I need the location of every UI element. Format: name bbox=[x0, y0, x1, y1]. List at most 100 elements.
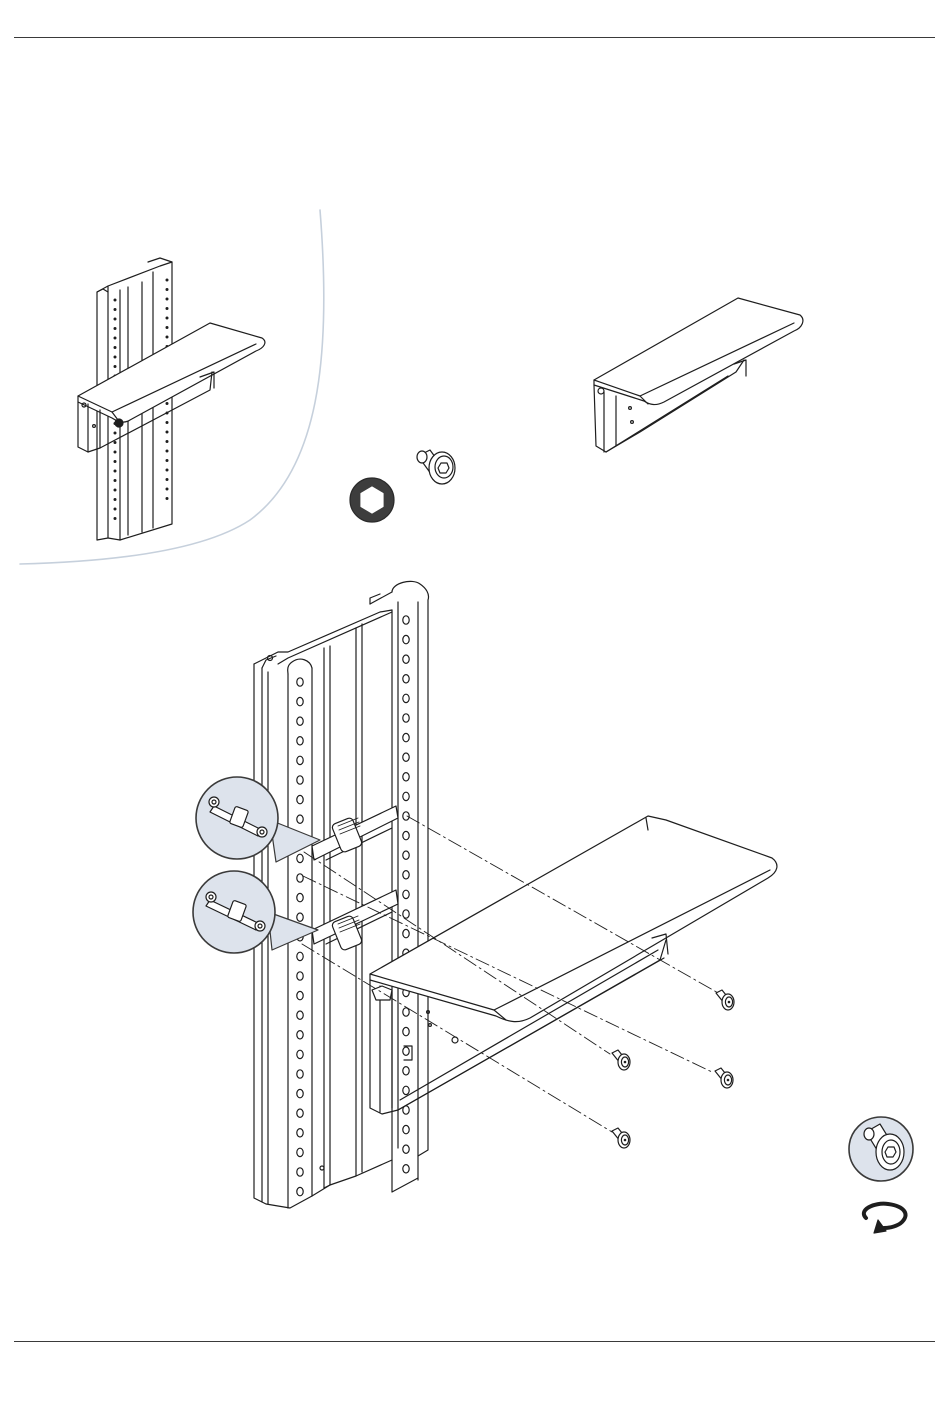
rail-hole bbox=[403, 851, 409, 859]
rail-hole bbox=[166, 307, 169, 310]
rail-hole bbox=[114, 441, 117, 444]
rotate-clockwise-icon bbox=[864, 1204, 906, 1233]
rail-hole bbox=[297, 1050, 303, 1058]
rail-hole bbox=[403, 1047, 409, 1055]
rail-hole bbox=[403, 714, 409, 722]
rail-hole bbox=[166, 440, 169, 443]
rail-hole bbox=[403, 655, 409, 663]
rail-brace-upper bbox=[312, 806, 398, 860]
rail-hole bbox=[114, 318, 117, 321]
rail-holes-right bbox=[403, 616, 409, 1173]
rail-hole bbox=[403, 871, 409, 879]
rail-hole bbox=[297, 1129, 303, 1137]
rail-hole bbox=[403, 929, 409, 937]
rail-hole bbox=[403, 675, 409, 683]
rail-hole bbox=[403, 1067, 409, 1075]
rail-hole bbox=[403, 616, 409, 624]
rail-hole bbox=[297, 756, 303, 764]
rail-hole bbox=[403, 1086, 409, 1094]
rail-hole bbox=[297, 678, 303, 686]
rail-hole bbox=[297, 1109, 303, 1117]
rail-hole bbox=[114, 451, 117, 454]
rail-hole bbox=[297, 854, 303, 862]
screw-icon bbox=[716, 990, 734, 1010]
rail-hole bbox=[297, 1070, 303, 1078]
rail-hole bbox=[297, 972, 303, 980]
hex-key-icon bbox=[350, 478, 394, 522]
rail-hole bbox=[114, 460, 117, 463]
rail-hole bbox=[166, 478, 169, 481]
rail-hole bbox=[297, 795, 303, 803]
rail-hole bbox=[403, 1145, 409, 1153]
screw-icon bbox=[715, 1068, 733, 1088]
rail-hole bbox=[403, 753, 409, 761]
rail-hole bbox=[403, 831, 409, 839]
rail-hole bbox=[403, 733, 409, 741]
rail-hole bbox=[114, 346, 117, 349]
inset-rail-with-shelf bbox=[78, 258, 265, 540]
rail-hole bbox=[166, 450, 169, 453]
rail-hole bbox=[403, 1027, 409, 1035]
rail-hole bbox=[114, 479, 117, 482]
rail-hole bbox=[114, 517, 117, 520]
rail-hole bbox=[166, 431, 169, 434]
rail-hole bbox=[166, 488, 169, 491]
rail-hole bbox=[114, 299, 117, 302]
rail-hole bbox=[403, 890, 409, 898]
shelf-screws bbox=[612, 990, 734, 1148]
rail-hole bbox=[166, 279, 169, 282]
rail-hole bbox=[297, 737, 303, 745]
rail-hole bbox=[166, 288, 169, 291]
rail-hole bbox=[297, 991, 303, 999]
shelf-bracket-preview bbox=[594, 298, 803, 452]
rail-hole bbox=[166, 298, 169, 301]
rail-hole bbox=[166, 402, 169, 405]
rail-hole bbox=[166, 469, 169, 472]
rail-hole bbox=[114, 432, 117, 435]
rail-hole bbox=[114, 365, 117, 368]
shelf-bracket bbox=[370, 816, 777, 1114]
rail-hole bbox=[297, 874, 303, 882]
rail-hole bbox=[114, 498, 117, 501]
rail-hole bbox=[166, 326, 169, 329]
rail-hole bbox=[297, 1089, 303, 1097]
rail-hole bbox=[297, 1168, 303, 1176]
rail-hole bbox=[114, 508, 117, 511]
rail-hole bbox=[297, 1148, 303, 1156]
rail-hole bbox=[297, 815, 303, 823]
rail-hole bbox=[297, 893, 303, 901]
rail-hole bbox=[297, 776, 303, 784]
rail-hole bbox=[297, 1031, 303, 1039]
rail-hole bbox=[297, 717, 303, 725]
rail-hole bbox=[297, 697, 303, 705]
rail-hole bbox=[166, 317, 169, 320]
rail-hole bbox=[403, 1165, 409, 1173]
rail-hole bbox=[114, 356, 117, 359]
rail-hole bbox=[297, 1011, 303, 1019]
rail-hole bbox=[166, 421, 169, 424]
rail-hole bbox=[166, 336, 169, 339]
rail-hole bbox=[403, 1008, 409, 1016]
rail-hole bbox=[403, 792, 409, 800]
rail-hole bbox=[166, 459, 169, 462]
rail-hole bbox=[403, 910, 409, 918]
rail-hole bbox=[403, 812, 409, 820]
rail-hole bbox=[403, 1125, 409, 1133]
rail-brace-lower bbox=[312, 890, 398, 951]
rail-hole bbox=[114, 470, 117, 473]
rail-hole bbox=[166, 497, 169, 500]
rail-hole bbox=[114, 489, 117, 492]
screw-icon bbox=[612, 1050, 630, 1070]
rail-hole bbox=[114, 337, 117, 340]
rail-hole bbox=[403, 635, 409, 643]
rail-hole bbox=[297, 952, 303, 960]
rail-hole bbox=[297, 1187, 303, 1195]
rail-hole bbox=[403, 694, 409, 702]
rail-hole bbox=[297, 913, 303, 921]
rail-hole bbox=[114, 327, 117, 330]
screw-icon bbox=[612, 1128, 630, 1148]
rail-hole bbox=[403, 773, 409, 781]
screw-icon bbox=[417, 450, 455, 484]
screw-callout bbox=[849, 1117, 913, 1181]
